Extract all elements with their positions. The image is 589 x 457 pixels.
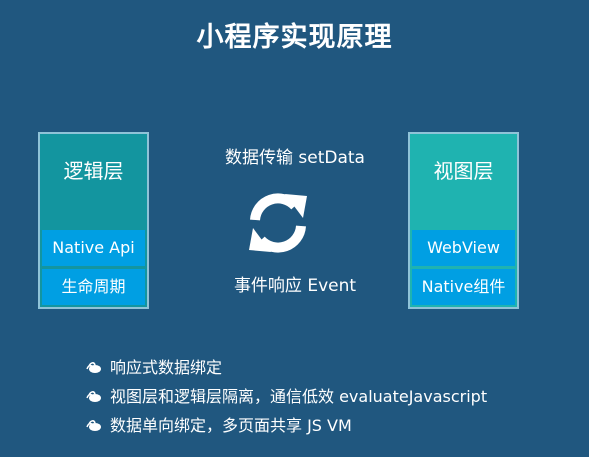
- sync-arrows-icon: [249, 193, 307, 253]
- lifecycle-box: 生命周期: [42, 269, 145, 305]
- bullet-leaf-icon: [86, 390, 101, 402]
- view-layer-panel: 视图层 WebView Native组件: [408, 132, 519, 309]
- list-item: 响应式数据绑定: [86, 356, 586, 380]
- slide-title: 小程序实现原理: [196, 22, 393, 53]
- setdata-label: 数据传输 setData: [225, 148, 365, 168]
- list-item: 数据单向绑定，多页面共享 JS VM: [86, 414, 586, 438]
- bullet-text: 视图层和逻辑层隔离，通信低效 evaluateJavascript: [110, 387, 488, 406]
- event-label: 事件响应 Event: [233, 276, 357, 296]
- list-item: 视图层和逻辑层隔离，通信低效 evaluateJavascript: [86, 385, 586, 409]
- webview-box: WebView: [412, 230, 515, 266]
- bullet-text: 数据单向绑定，多页面共享 JS VM: [110, 416, 352, 435]
- bullet-text: 响应式数据绑定: [110, 358, 223, 377]
- feature-list: 响应式数据绑定 视图层和逻辑层隔离，通信低效 evaluateJavascrip…: [86, 356, 586, 443]
- native-api-box: Native Api: [42, 230, 145, 266]
- view-layer-title: 视图层: [433, 159, 494, 183]
- bullet-leaf-icon: [86, 361, 101, 373]
- logic-layer-title: 逻辑层: [63, 159, 124, 183]
- logic-layer-panel: 逻辑层 Native Api 生命周期: [38, 132, 149, 309]
- bullet-leaf-icon: [86, 419, 101, 431]
- native-component-box: Native组件: [412, 269, 515, 305]
